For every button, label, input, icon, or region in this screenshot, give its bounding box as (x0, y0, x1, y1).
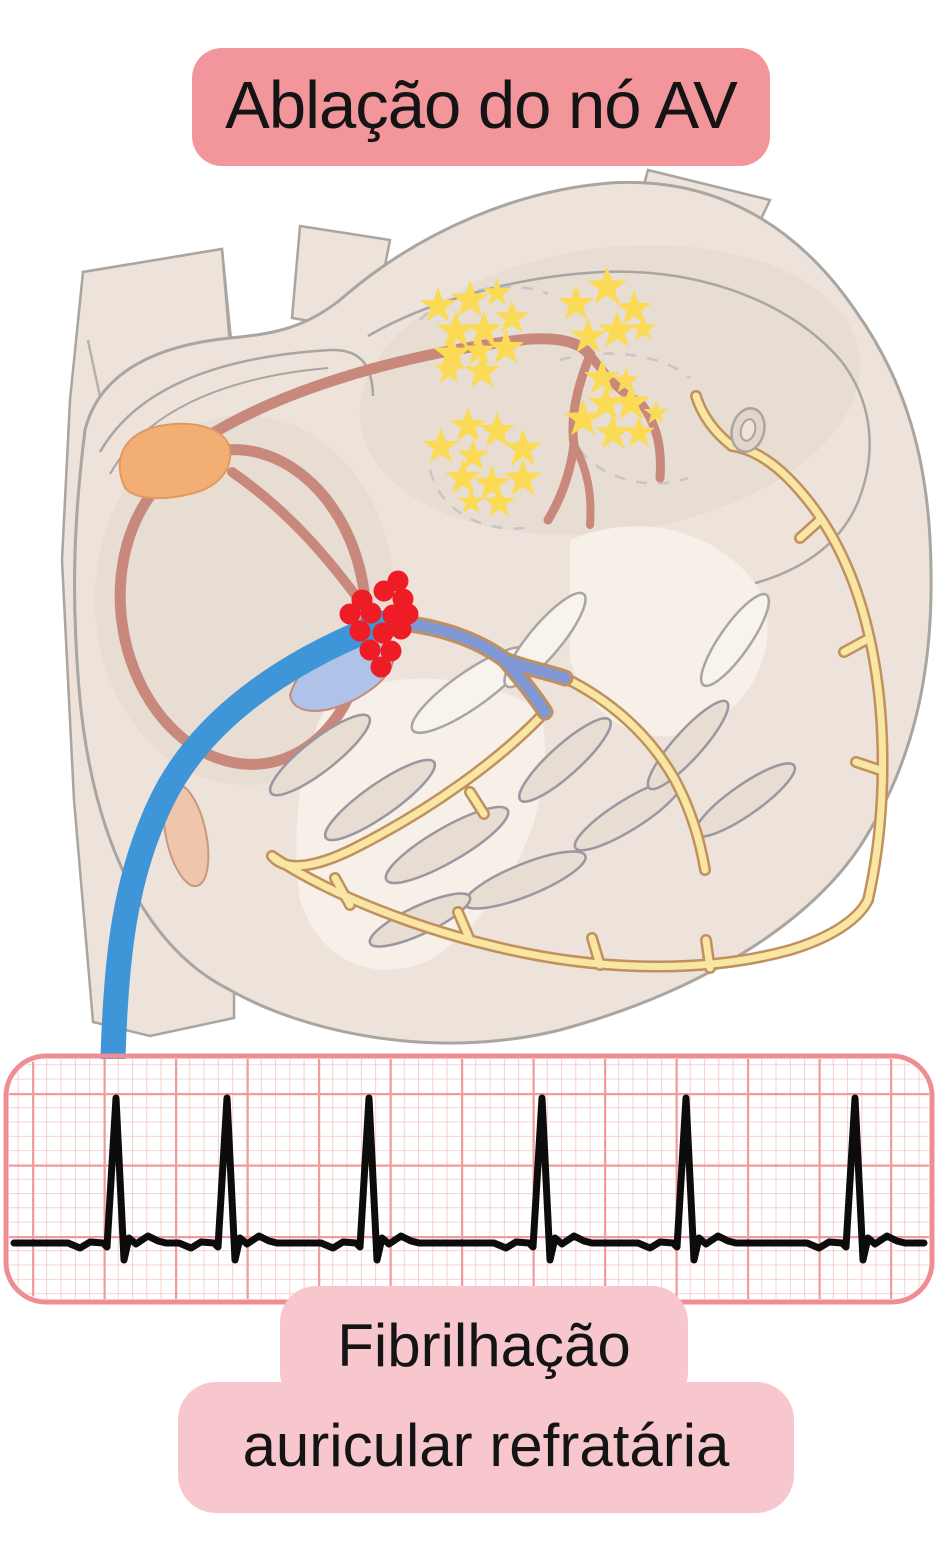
caption-line-2: auricular refratária (242, 1412, 730, 1479)
fibrillation-star-icon (615, 290, 653, 325)
fibrillation-star-icon (504, 429, 542, 466)
fibrillation-star-icon (456, 439, 490, 470)
valve-leaflets (410, 591, 771, 735)
ablation-dot (387, 570, 409, 592)
fibrillation-star-icon (457, 488, 485, 514)
purkinje-fibers (268, 392, 887, 972)
fibrillation-star-icon (557, 285, 595, 320)
internodal-tract-middle (227, 467, 373, 617)
fibrillation-star-icon (444, 459, 482, 494)
left-atrium-dashed-arc-2 (559, 352, 691, 379)
fibrillation-star-icon (465, 311, 503, 346)
ablation-dot (349, 620, 371, 642)
caption-line-1: Fibrilhação (337, 1311, 631, 1379)
fibrillation-star-icon (422, 428, 460, 463)
fibrillation-star-icon (463, 353, 501, 388)
ablation-dot (380, 640, 402, 662)
ablation-catheter (100, 609, 401, 1071)
fibrillation-star-icon (594, 414, 632, 449)
fibrillation-star-icon (482, 278, 512, 306)
fibrillation-star-icon (494, 300, 530, 333)
fibrillation-star-icon (451, 280, 489, 317)
caption-pill-bottom: auricular refratária (178, 1382, 794, 1513)
coronary-sinus-inner (739, 418, 757, 442)
bachmann-branch-2 (570, 441, 595, 529)
fibrillation-star-icon (504, 459, 542, 496)
title-text: Ablação do nó AV (225, 67, 738, 143)
left-ventricle-cavity (570, 526, 768, 737)
ecg-grid-major (9, 1059, 929, 1299)
fibrillation-star-icon (598, 311, 636, 348)
fibrillation-star-icon (462, 334, 496, 365)
fibrillation-star-icon (612, 383, 650, 420)
right-atrium-inner-wall (98, 348, 375, 453)
ablation-site-dots (339, 570, 419, 678)
fibrillation-star-icon (437, 311, 475, 348)
ecg-strip (3, 1053, 935, 1305)
fibrillation-star-icon (564, 399, 602, 436)
fibrillation-star-icon (612, 367, 640, 393)
left-atrium-inner-wall (367, 270, 871, 587)
fibrillation-star-icon (643, 400, 669, 424)
ablation-dot (339, 603, 361, 625)
sa-node (118, 422, 232, 500)
heart-illustration (60, 168, 933, 1071)
title-banner: Ablação do nó AV (192, 48, 770, 166)
fibrillation-star-icon (482, 486, 516, 517)
fibrillation-star-clusters (419, 266, 669, 517)
fibrillation-star-icon (478, 412, 516, 447)
left-atrium-dashed-arc-1 (419, 285, 549, 321)
fibrillation-star-icon (583, 359, 621, 394)
fibrillation-star-icon (487, 329, 525, 364)
fibrillation-star-icon (433, 354, 465, 383)
ablation-dot (370, 656, 392, 678)
ecg-trace (10, 1094, 928, 1264)
fibrillation-star-icon (433, 334, 471, 371)
fibrillation-star-icon (419, 287, 457, 322)
fibrillation-star-icon (587, 385, 625, 420)
ablation-dot (360, 602, 382, 624)
ablation-dot (359, 639, 381, 661)
fibrillation-star-icon (629, 315, 657, 341)
papillary-muscles (268, 699, 797, 948)
ecg-waveform (10, 1094, 928, 1264)
fibrillation-star-icon (473, 465, 511, 500)
ablation-dot (390, 618, 412, 640)
fibrillation-star-icon (449, 407, 487, 442)
ablation-dot (372, 622, 394, 644)
fibrillation-star-icon (587, 266, 627, 304)
fibrillation-star-icon (622, 416, 656, 447)
fibrillation-star-icon (569, 318, 607, 353)
